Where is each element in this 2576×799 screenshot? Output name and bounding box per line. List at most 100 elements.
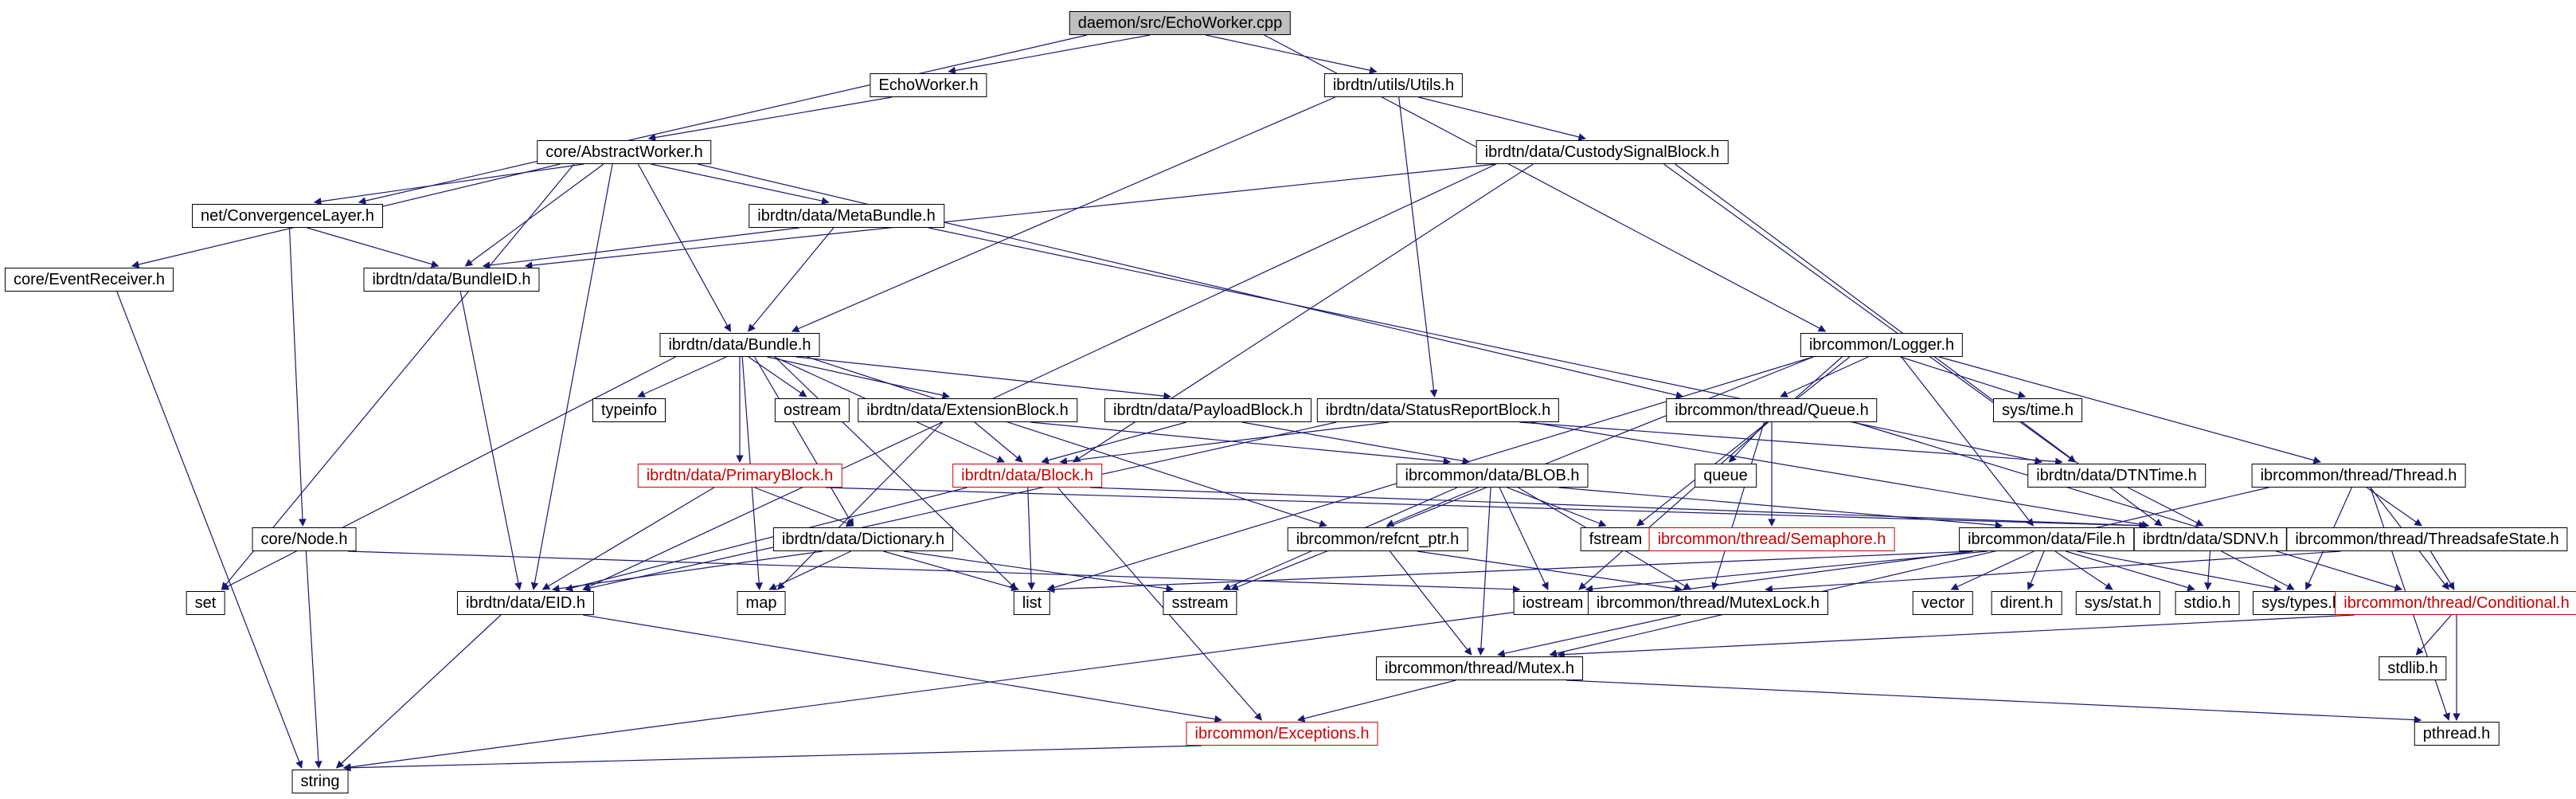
graph-node-n12[interactable]: ostream xyxy=(774,398,850,422)
include-edge-n8-n33 xyxy=(459,291,522,590)
graph-node-n28[interactable]: ibrcommon/thread/Semaphore.h xyxy=(1648,527,1895,551)
include-edge-n23-n31 xyxy=(2366,487,2422,527)
graph-node-n42[interactable]: stdio.h xyxy=(2175,591,2240,615)
include-edge-n3-n33 xyxy=(530,163,613,590)
include-edge-n16-n21 xyxy=(1728,421,1767,463)
include-edge-n2-n4 xyxy=(1418,96,1586,141)
graph-node-n44[interactable]: ibrcommon/thread/Conditional.h xyxy=(2335,591,2576,615)
include-edge-n20-n26 xyxy=(1386,487,1479,527)
graph-node-n20[interactable]: ibrcommon/data/BLOB.h xyxy=(1396,464,1589,488)
include-edge-n9-n14 xyxy=(795,356,1171,400)
graph-node-n16[interactable]: ibrcommon/thread/Queue.h xyxy=(1666,398,1878,422)
include-edge-n31-n44 xyxy=(2429,550,2455,590)
include-edge-n29-n42 xyxy=(2066,550,2195,592)
graph-node-n30[interactable]: ibrdtn/data/SDNV.h xyxy=(2133,527,2288,551)
include-edge-n25-n35 xyxy=(883,550,1019,592)
graph-node-n41[interactable]: sys/stat.h xyxy=(2075,591,2161,615)
graph-node-n13[interactable]: ibrdtn/data/ExtensionBlock.h xyxy=(858,398,1077,422)
graph-node-n25[interactable]: ibrdtn/data/Dictionary.h xyxy=(772,527,954,551)
include-edge-n33-n47 xyxy=(583,614,1222,723)
include-edge-n29-n43 xyxy=(2077,550,2282,593)
graph-node-n35[interactable]: list xyxy=(1013,591,1051,615)
include-edge-n29-n39 xyxy=(1950,550,2035,590)
include-edge-n15-n22 xyxy=(1519,421,2063,466)
include-edge-n19-n33 xyxy=(565,487,967,592)
graph-node-n6[interactable]: ibrdtn/data/MetaBundle.h xyxy=(749,204,944,228)
include-edge-n14-n19 xyxy=(1041,421,1186,464)
graph-node-n1[interactable]: EchoWorker.h xyxy=(870,73,987,97)
graph-node-n37[interactable]: iostream xyxy=(1513,591,1593,615)
include-edge-n26-n38 xyxy=(1417,550,1683,593)
graph-node-n48[interactable]: pthread.h xyxy=(2414,722,2500,746)
graph-node-n47[interactable]: ibrcommon/Exceptions.h xyxy=(1186,722,1378,746)
include-edge-n18-n30 xyxy=(825,487,2148,530)
include-edge-n9-n26 xyxy=(807,356,1327,527)
graph-node-n29[interactable]: ibrcommon/data/File.h xyxy=(1959,527,2134,551)
graph-node-n17[interactable]: sys/time.h xyxy=(1992,398,2083,422)
include-edge-n6-n9 xyxy=(748,227,835,332)
include-edge-n15-n33 xyxy=(582,421,1337,592)
include-edge-n45-n48 xyxy=(1566,680,2422,724)
graph-node-n21[interactable]: queue xyxy=(1695,464,1757,488)
graph-node-n2[interactable]: ibrdtn/utils/Utils.h xyxy=(1323,73,1464,97)
graph-node-n8[interactable]: ibrdtn/data/BundleID.h xyxy=(363,268,540,292)
include-edge-n29-n40 xyxy=(2027,550,2045,590)
graph-node-n0[interactable]: daemon/src/EchoWorker.cpp xyxy=(1069,11,1292,35)
include-edge-n19-n35 xyxy=(1027,487,1035,590)
include-edge-n14-n20 xyxy=(1241,421,1471,465)
include-edge-n44-n45 xyxy=(1557,614,2355,659)
graph-node-n27[interactable]: fstream xyxy=(1580,527,1652,551)
graph-node-n45[interactable]: ibrcommon/thread/Mutex.h xyxy=(1376,656,1583,680)
include-edge-n13-n20 xyxy=(1030,421,1452,465)
include-edge-n29-n41 xyxy=(2054,550,2113,590)
include-edge-n10-n29 xyxy=(1901,356,2034,527)
graph-node-n34[interactable]: map xyxy=(737,591,786,615)
include-edge-n5-n8 xyxy=(307,227,440,268)
graph-node-n39[interactable]: vector xyxy=(1912,591,1974,615)
graph-node-n14[interactable]: ibrdtn/data/PayloadBlock.h xyxy=(1104,398,1311,422)
graph-node-n33[interactable]: ibrdtn/data/EID.h xyxy=(456,591,595,615)
graph-node-n9[interactable]: ibrdtn/data/Bundle.h xyxy=(659,333,820,357)
include-edge-n29-n37 xyxy=(1585,550,1988,593)
graph-node-n26[interactable]: ibrcommon/refcnt_ptr.h xyxy=(1287,527,1468,551)
include-edge-n13-n34 xyxy=(777,421,944,590)
graph-node-n19[interactable]: ibrdtn/data/Block.h xyxy=(952,464,1102,488)
include-edge-n3-n5 xyxy=(313,163,584,206)
graph-node-n18[interactable]: ibrdtn/data/PrimaryBlock.h xyxy=(637,464,842,488)
graph-node-n43[interactable]: sys/types.h xyxy=(2252,591,2351,615)
graph-node-n22[interactable]: ibrdtn/data/DTNTime.h xyxy=(2027,464,2206,488)
graph-node-n49[interactable]: string xyxy=(291,770,349,793)
graph-node-n11[interactable]: typeinfo xyxy=(592,398,666,422)
include-edge-n10-n17 xyxy=(1900,356,2027,398)
graph-node-n24[interactable]: core/Node.h xyxy=(252,527,357,551)
include-edge-n23-n45 xyxy=(1549,487,2269,657)
include-edge-n24-n37 xyxy=(347,550,1521,593)
include-edge-n24-n49 xyxy=(305,550,322,769)
graph-node-n46[interactable]: stdlib.h xyxy=(2379,656,2447,680)
include-edge-n19-n30 xyxy=(1089,487,2148,530)
graph-node-n3[interactable]: core/AbstractWorker.h xyxy=(537,140,712,164)
graph-node-n4[interactable]: ibrdtn/data/CustodySignalBlock.h xyxy=(1476,140,1729,164)
include-edge-n2-n9 xyxy=(791,96,1336,332)
graph-node-n38[interactable]: ibrcommon/thread/MutexLock.h xyxy=(1587,591,1829,615)
include-edge-n6-n8 xyxy=(482,227,799,269)
include-edge-n3-n8 xyxy=(464,163,604,267)
include-edge-n5-n24 xyxy=(288,227,307,527)
graph-node-n32[interactable]: set xyxy=(186,591,225,615)
include-edge-n9-n11 xyxy=(637,356,727,398)
graph-node-n15[interactable]: ibrdtn/data/StatusReportBlock.h xyxy=(1316,398,1560,422)
graph-node-n40[interactable]: dirent.h xyxy=(1991,591,2062,615)
graph-node-n31[interactable]: ibrcommon/thread/ThreadsafeState.h xyxy=(2286,527,2568,551)
graph-node-n36[interactable]: sstream xyxy=(1163,591,1237,615)
graph-node-n7[interactable]: core/EventReceiver.h xyxy=(4,268,174,292)
include-edge-n19-n47 xyxy=(1057,487,1263,721)
include-edge-n0-n5 xyxy=(358,34,1088,205)
graph-node-n23[interactable]: ibrcommon/thread/Thread.h xyxy=(2251,464,2466,488)
graph-node-n10[interactable]: ibrcommon/Logger.h xyxy=(1800,333,1964,357)
include-edge-n45-n47 xyxy=(1296,680,1456,723)
graph-node-n5[interactable]: net/ConvergenceLayer.h xyxy=(192,204,383,228)
include-edge-n15-n19 xyxy=(1059,421,1390,465)
include-edge-n29-n35 xyxy=(1046,550,1973,593)
